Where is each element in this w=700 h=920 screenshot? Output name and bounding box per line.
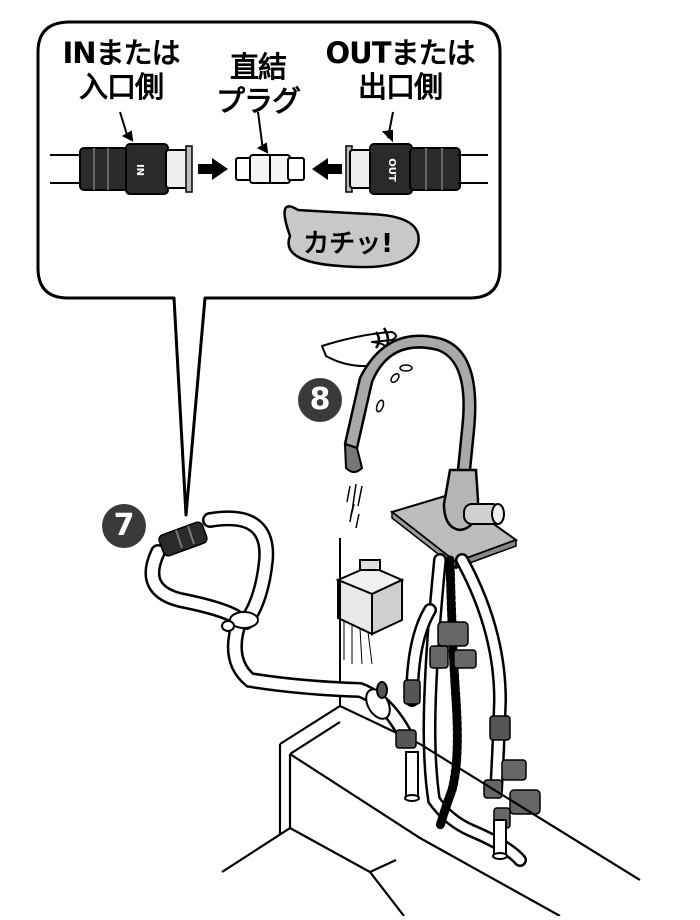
water-stream (346, 483, 363, 529)
label-pointers (119, 111, 394, 154)
control-box (335, 559, 405, 665)
extension-hose (144, 510, 416, 748)
in-side-label-line2: 入口側 (78, 70, 164, 104)
in-side-label: INまたは 入口側 (46, 36, 196, 104)
direct-plug-icon (235, 154, 305, 184)
out-side-label-line1: OUTまたは (325, 36, 476, 70)
out-connector-icon (345, 143, 488, 195)
hoses (405, 553, 527, 867)
direct-plug-label: 直結 プラグ (198, 50, 318, 118)
supply-pipes (404, 751, 508, 860)
wall-clamp (365, 681, 391, 720)
out-side-label: OUTまたは 出口側 (310, 36, 490, 104)
arrow-right-icon (198, 158, 228, 180)
hose-clip (221, 611, 259, 632)
in-connector-mark: IN (134, 164, 145, 176)
step-8-badge: 8 (298, 378, 342, 422)
direct-plug-label-line2: プラグ (215, 84, 301, 118)
out-connector-mark: OUT (386, 158, 397, 182)
step-7-badge: 7 (102, 504, 146, 548)
in-connector-icon (50, 143, 193, 195)
direct-plug-label-line1: 直結 (229, 50, 287, 84)
cabinet (221, 704, 641, 917)
in-side-label-line1: INまたは (62, 36, 180, 70)
click-bubble (283, 205, 420, 269)
arrow-left-icon (312, 158, 342, 180)
out-side-label-line2: 出口側 (357, 70, 443, 104)
wall-valve (395, 729, 417, 749)
click-sound-text: カチッ! (303, 229, 393, 259)
hose-connector (158, 521, 208, 557)
valve-fittings (403, 621, 541, 829)
faucet-body (442, 468, 505, 532)
